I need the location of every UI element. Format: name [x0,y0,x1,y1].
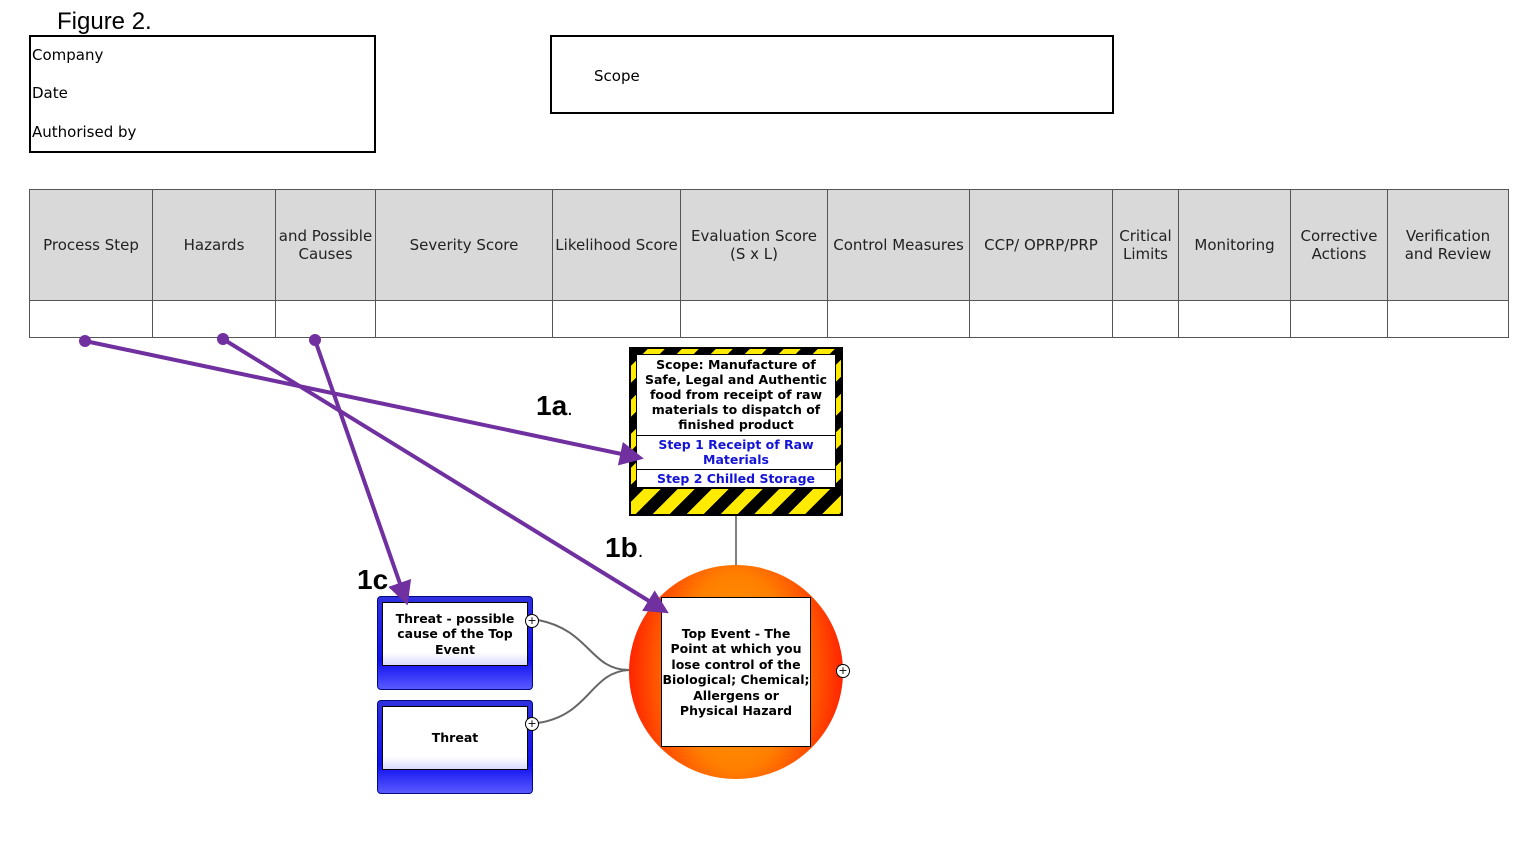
label-1b: 1b. [605,532,644,563]
company-label: Company [32,46,104,64]
table-cell[interactable] [827,300,970,338]
expand-plus-icon[interactable]: + [525,717,539,731]
col-header: Process Step [29,189,153,301]
table-cell[interactable] [275,300,376,338]
table-header-row: Process Step Hazards and Possible Causes… [29,189,1509,301]
threat-1-text: Threat - possible cause of the Top Event [395,610,515,657]
col-header: CCP/ OPRP/PRP [969,189,1113,301]
figure-title: Figure 2. [57,8,152,35]
scope-hazard-box: Scope: Manufacture of Safe, Legal and Au… [629,347,843,516]
col-header: Monitoring [1178,189,1291,301]
col-header: Corrective Actions [1290,189,1388,301]
col-header: and Possible Causes [275,189,376,301]
scope-box: Scope [550,35,1114,114]
threat2-connector [537,669,630,724]
table-cell[interactable] [1290,300,1388,338]
scope-text: Scope: Manufacture of Safe, Legal and Au… [637,355,835,436]
top-event-box[interactable]: Top Event - The Point at which you lose … [661,597,811,747]
table-cell[interactable] [29,300,153,338]
info-box: Company Date Authorised by [29,35,376,153]
expand-plus-icon[interactable]: + [525,614,539,628]
threat-box-2[interactable]: Threat [377,700,533,794]
label-1c: 1c. [357,564,394,595]
step-2[interactable]: Step 2 Chilled Storage [637,470,835,489]
expand-plus-icon[interactable]: + [836,664,850,678]
threat1-connector [537,619,630,671]
col-header: Evaluation Score (S x L) [680,189,828,301]
table-cell[interactable] [680,300,828,338]
col-header: Verification and Review [1387,189,1509,301]
col-header: Severity Score [375,189,553,301]
table-row [29,300,1509,338]
table-cell[interactable] [1387,300,1509,338]
table-cell[interactable] [152,300,276,338]
col-header: Likelihood Score [552,189,681,301]
table-cell[interactable] [969,300,1113,338]
table-cell[interactable] [375,300,553,338]
col-header: Hazards [152,189,276,301]
scope-label: Scope [594,67,640,85]
date-label: Date [32,84,68,102]
label-1a: 1a. [536,390,573,421]
authorised-by-label: Authorised by [32,123,137,141]
threat-2-text: Threat [431,730,479,746]
col-header: Control Measures [827,189,970,301]
step-1[interactable]: Step 1 Receipt of Raw Materials [637,436,835,470]
top-event-text: Top Event - The Point at which you lose … [662,625,810,719]
col-header: Critical Limits [1112,189,1179,301]
haccp-table: Process Step Hazards and Possible Causes… [29,189,1509,338]
table-cell[interactable] [1178,300,1291,338]
threat-box-1[interactable]: Threat - possible cause of the Top Event [377,596,533,690]
